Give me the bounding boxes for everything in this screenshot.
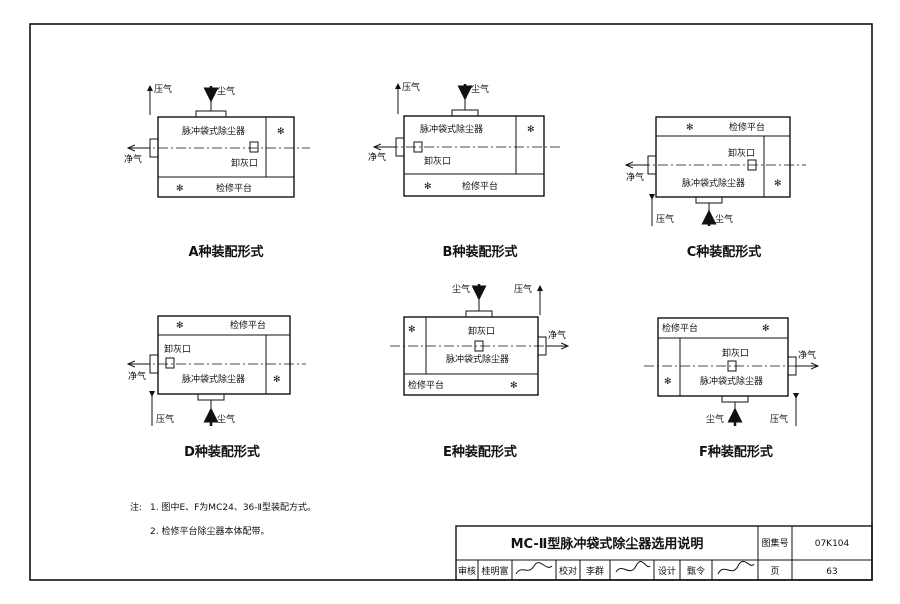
platform-label: 检修平台 [729,121,765,133]
ash-outlet [727,360,737,372]
svg-text:✻: ✻ [510,381,518,391]
ash-outlet-label: 卸灰口 [231,157,258,169]
svg-text:✻: ✻ [686,123,694,133]
page-label: 页 [770,566,779,577]
ash-outlet [413,141,423,153]
diagram-a: 尘气 压气 净气 脉冲袋式除尘器 卸灰口 检修平台 ✻ ✻ A种装配形式 [124,83,310,260]
svg-text:✻: ✻ [527,125,535,135]
collector-label: 脉冲袋式除尘器 [700,375,763,387]
ash-outlet [165,357,175,369]
platform-label: 检修平台 [216,182,252,194]
svg-text:✻: ✻ [273,375,281,385]
sheet-border [29,23,873,581]
caption-f: F种装配形式 [699,444,773,460]
reviewer-signature [515,562,553,575]
ash-outlet-label: 卸灰口 [728,147,755,159]
compressed-air-label: 压气 [154,83,172,95]
notes: 注: 1. 图中E、F为MC24、36-Ⅱ型装配方式。 2. 检修平台除尘器本体… [130,501,316,537]
diagram-b: 尘气 压气 净气 脉冲袋式除尘器 卸灰口 检修平台 ✻ ✻ B种装配形式 [368,81,560,260]
dust-gas-label: 尘气 [471,83,489,95]
platform-label: 检修平台 [408,379,444,391]
page-number: 63 [826,567,837,577]
ash-outlet [747,159,757,171]
caption-c: C种装配形式 [687,244,762,260]
ash-outlet-label: 卸灰口 [164,343,191,355]
collector-label: 脉冲袋式除尘器 [682,177,745,189]
designer-name: 甄令 [687,565,705,577]
caption-a: A种装配形式 [188,244,263,260]
diagram-e: 尘气 压气 净气 脉冲袋式除尘器 卸灰口 检修平台 ✻ ✻ E种装配形式 [390,283,568,460]
atlas-label: 图集号 [761,537,788,549]
dust-gas-label: 尘气 [706,413,724,425]
diagram-c: 尘气 压气 净气 脉冲袋式除尘器 卸灰口 检修平台 ✻ ✻ C种装配形式 [626,116,806,260]
collector-label: 脉冲袋式除尘器 [182,125,245,137]
svg-text:✻: ✻ [277,127,285,137]
svg-text:✻: ✻ [176,184,184,194]
note-1: 1. 图中E、F为MC24、36-Ⅱ型装配方式。 [150,501,316,513]
title-block: MC-Ⅱ型脉冲袋式除尘器选用说明 图集号 07K104 审核 桂明富 校对 李群… [455,525,873,581]
caption-e: E种装配形式 [443,444,517,460]
compressed-air-label: 压气 [156,413,174,425]
dust-gas-label: 尘气 [217,85,235,97]
diagram-f: 尘气 压气 净气 脉冲袋式除尘器 卸灰口 检修平台 ✻ ✻ F种装配形式 [644,317,818,460]
collector-label: 脉冲袋式除尘器 [182,373,245,385]
designer-signature [717,560,755,575]
clean-gas-label: 净气 [548,329,566,341]
notes-prefix: 注: [130,501,142,513]
clean-gas-label: 净气 [798,349,816,361]
clean-gas-label: 净气 [128,370,146,382]
dust-gas-label: 尘气 [715,213,733,225]
svg-text:✻: ✻ [424,182,432,192]
ash-outlet-label: 卸灰口 [468,325,495,337]
collector-label: 脉冲袋式除尘器 [446,353,509,365]
dust-gas-label: 尘气 [452,283,470,295]
platform-label: 检修平台 [662,322,698,334]
ash-outlet [249,141,259,153]
ash-outlet-label: 卸灰口 [424,155,451,167]
note-2: 2. 检修平台除尘器本体配带。 [150,525,269,537]
atlas-number: 07K104 [815,539,850,549]
collector-label: 脉冲袋式除尘器 [420,123,483,135]
compressed-air-label: 压气 [770,413,788,425]
clean-gas-label: 净气 [626,171,644,183]
ash-outlet [474,340,484,352]
checker-name: 李群 [586,565,604,577]
compressed-air-label: 压气 [656,213,674,225]
check-label: 校对 [559,565,577,577]
svg-text:✻: ✻ [664,377,672,387]
clean-gas-label: 净气 [124,153,142,165]
diagram-d: 尘气 压气 净气 脉冲袋式除尘器 卸灰口 检修平台 ✻ ✻ D种装配形式 [128,315,306,460]
reviewer-name: 桂明富 [481,565,508,577]
dust-gas-label: 尘气 [217,413,235,425]
compressed-air-label: 压气 [402,81,420,93]
drawing-title: MC-Ⅱ型脉冲袋式除尘器选用说明 [511,536,704,552]
caption-b: B种装配形式 [443,244,518,260]
svg-text:✻: ✻ [762,324,770,334]
compressed-air-label: 压气 [514,283,532,295]
svg-text:✻: ✻ [176,321,184,331]
svg-text:✻: ✻ [774,179,782,189]
platform-label: 检修平台 [230,319,266,331]
review-label: 审核 [458,565,476,577]
svg-text:✻: ✻ [408,325,416,335]
clean-gas-label: 净气 [368,151,386,163]
platform-label: 检修平台 [462,180,498,192]
checker-signature [615,561,651,573]
caption-d: D种装配形式 [184,444,260,460]
design-label: 设计 [658,565,676,577]
ash-outlet-label: 卸灰口 [722,347,749,359]
